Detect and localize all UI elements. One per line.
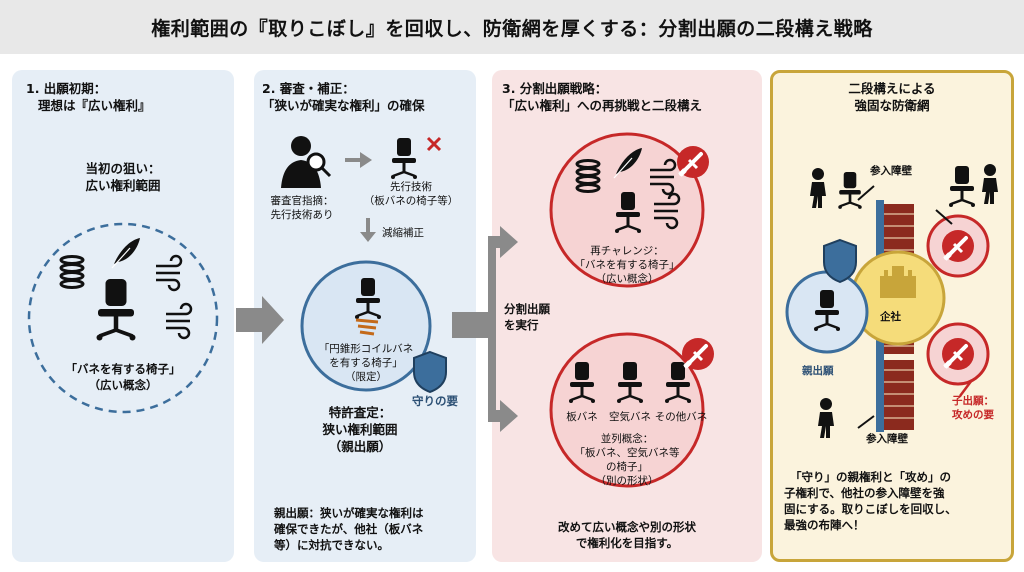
broad-chair-note: （広い概念） — [88, 378, 158, 392]
child-role: 攻めの要 — [952, 409, 994, 421]
panel4-note-1: 「守り」の親権利と「攻め」の — [790, 470, 951, 484]
conical-spring-icon — [355, 318, 379, 336]
retry-chair: 「バネを有する椅子」 — [574, 259, 680, 271]
panel3-note-2: で権利化を目指す。 — [575, 536, 679, 550]
panel4-note-2: 子権利で、他社の参入障壁を強 — [784, 486, 945, 500]
split-label: 分割出願 — [504, 302, 550, 316]
broad-scope-circle — [27, 222, 219, 414]
competitor-icon — [818, 398, 834, 438]
panel2-subheading: 「狭いが確実な権利」の確保 — [262, 98, 425, 113]
retry-label: 再チャレンジ： — [590, 245, 664, 257]
leaf-spring-label: 板バネ — [566, 411, 598, 423]
panel2-note-2: 確保できたが、他社（板バネ — [274, 522, 424, 536]
prior-art-note: （板バネの椅子等） — [363, 195, 459, 207]
parallel-note: （別の形状） — [595, 475, 659, 487]
aim-scope: 広い権利範囲 — [85, 178, 161, 193]
examiner-icon — [281, 136, 332, 188]
patent-parent: （親出願） — [328, 439, 392, 454]
prior-art-chair-icon — [389, 136, 419, 181]
panel3-note-1: 改めて広い概念や別の形状 — [558, 520, 696, 534]
air-spring-icon — [164, 302, 193, 340]
panel4-note-3: 固にする。取りこぼしを回収し、 — [784, 502, 957, 516]
down-arrow-icon — [360, 218, 376, 242]
parallel-label: 並列概念： — [600, 433, 654, 445]
reduction-label: 減縮補正 — [382, 227, 424, 239]
competitor-chair-icon — [947, 164, 977, 209]
parallel-chair-2: の椅子」 — [606, 461, 648, 473]
coil-spring-icon — [59, 255, 85, 289]
panel2-heading: 2. 審査・補正： — [262, 81, 355, 96]
narrow-chair-label-2: を有する椅子」 — [329, 357, 403, 369]
panel4-note-4: 最強の布陣へ！ — [784, 518, 865, 532]
split-arrow-icon — [452, 226, 518, 432]
air-spring-label: 空気バネ — [609, 411, 651, 423]
parent-label: 親出願 — [802, 365, 834, 377]
competitor-icon — [982, 164, 998, 204]
panel2-note-1: 親出願：狭いが確実な権利は — [274, 506, 424, 520]
panel3-heading: 3. 分割出願戦略： — [502, 81, 608, 96]
competitor-chair-icon — [837, 170, 863, 211]
split-action: を実行 — [504, 318, 539, 332]
barrier-bottom-label: 参入障壁 — [866, 433, 908, 445]
parallel-chair: 「板バネ、空気バネ等 — [574, 447, 680, 459]
retry-note: （広い概念） — [595, 273, 659, 285]
castle-icon — [880, 266, 916, 298]
shield-icon — [823, 238, 857, 284]
panel3-subheading: 「広い権利」への再挑戦と二段構え — [502, 98, 703, 113]
chair-icon — [94, 277, 138, 343]
examiner-note: 先行技術あり — [270, 209, 334, 221]
competitor-icon — [810, 168, 826, 208]
guard-label: 守りの要 — [412, 394, 458, 408]
narrow-chair-note: （限定） — [345, 371, 387, 383]
prior-art-label: 先行技術 — [390, 181, 432, 193]
cross-icon — [426, 136, 442, 152]
examiner-label: 審査官指摘： — [270, 195, 334, 207]
arrow-1-icon — [236, 296, 284, 344]
patent-scope: 狭い権利範囲 — [322, 422, 398, 437]
panel1-subheading: 理想は『広い権利』 — [38, 98, 151, 113]
broad-chair-label: 「バネを有する椅子」 — [65, 362, 181, 376]
panel1-heading: 1. 出願初期： — [26, 81, 107, 96]
approach-arrow-icon — [857, 185, 953, 429]
page-title: 権利範囲の『取りこぼし』を回収し、防衛網を厚くする：分割出願の二段構え戦略 — [0, 0, 1024, 54]
child-label: 子出願： — [952, 395, 994, 407]
panel4-subheading: 強固な防衛網 — [854, 98, 930, 113]
feather-icon — [111, 237, 141, 269]
other-spring-label: その他バネ — [654, 411, 708, 423]
aim-label: 当初の狙い： — [85, 161, 161, 176]
small-arrow-icon — [345, 152, 372, 168]
narrow-chair-label: 「円錐形コイルバネ — [318, 343, 414, 355]
barrier-top-label: 参入障壁 — [870, 165, 912, 177]
patent-label: 特許査定： — [328, 405, 392, 420]
shield-icon — [413, 350, 447, 394]
company-label: 企社 — [880, 311, 901, 323]
wind-icon — [154, 254, 183, 292]
panel2-note-3: 等）に対抗できない。 — [274, 538, 389, 552]
attack-arrow-icon — [959, 379, 973, 397]
panel4-heading: 二段構えによる — [848, 81, 936, 96]
